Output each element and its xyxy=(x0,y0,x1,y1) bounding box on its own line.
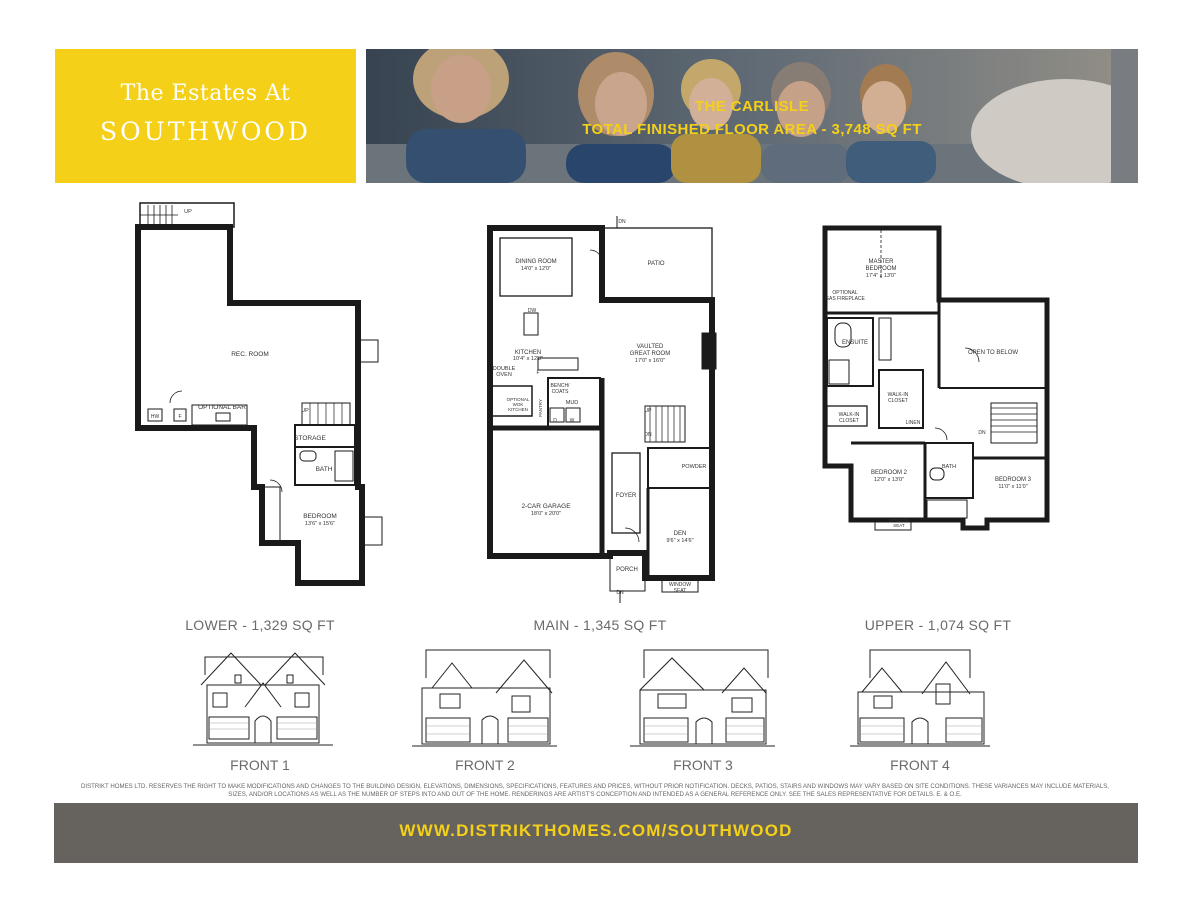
floor-area: TOTAL FINISHED FLOOR AREA - 3,748 SQ FT xyxy=(582,121,922,138)
upper-plan-label: UPPER - 1,074 SQ FT xyxy=(864,617,1012,633)
main-garage-dim: 18'0" x 20'0" xyxy=(531,511,561,517)
main-wok-label1: OPTIONAL xyxy=(507,397,530,402)
upper-bath-label: BATH xyxy=(942,464,956,470)
upper-walkin1-label2: CLOSET xyxy=(888,398,908,404)
upper-ensuite-label: ENSUITE xyxy=(842,340,868,346)
main-bench-label2: COATS xyxy=(552,389,570,395)
main-great-room-dim: 17'0" x 16'0" xyxy=(635,358,665,364)
main-foyer-label: FOYER xyxy=(616,493,637,499)
main-patio-label: PATIO xyxy=(647,261,664,267)
elevation-front-2 xyxy=(412,649,557,747)
family-photo-banner: THE CARLISLE TOTAL FINISHED FLOOR AREA -… xyxy=(366,49,1138,183)
elevation-2-label: FRONT 2 xyxy=(455,757,515,773)
upper-walkin2-label2: CLOSET xyxy=(839,418,859,424)
brand-logo: The Estates At SOUTHWOOD xyxy=(55,49,356,183)
upper-floor-plan: MASTER BEDROOM 17'4" x 13'0" OPTIONAL GA… xyxy=(822,225,1050,531)
main-dryer-label: D xyxy=(553,418,557,424)
main-mud-label: MUD xyxy=(566,400,579,406)
logo-line1: The Estates At xyxy=(120,81,291,106)
main-wok-label2: WOK xyxy=(513,402,524,407)
main-wok-label3: KITCHEN xyxy=(508,407,528,412)
lower-storage-label: STORAGE xyxy=(294,435,326,442)
upper-master-label1: MASTER xyxy=(868,259,894,265)
upper-master-label2: BEDROOM xyxy=(865,266,896,272)
upper-fireplace-label2: GAS FIREPLACE xyxy=(825,296,865,302)
upper-window-seat-label2: SEAT xyxy=(893,523,905,528)
main-stair-dn-label: DN xyxy=(644,432,652,438)
main-great-room-label2: GREAT ROOM xyxy=(630,351,670,357)
main-powder-label: POWDER xyxy=(682,464,707,470)
lower-bedroom-dim: 13'6" x 15'6" xyxy=(305,521,335,527)
elevation-front-3 xyxy=(630,649,775,747)
main-bench-label1: BENCH/ xyxy=(551,383,571,389)
lower-plan-label: LOWER - 1,329 SQ FT xyxy=(185,617,335,633)
legal-disclaimer: DISTRIKT HOMES LTD. RESERVES THE RIGHT T… xyxy=(81,783,1109,798)
elevation-4-label: FRONT 4 xyxy=(890,757,950,773)
upper-open-below-label: OPEN TO BELOW xyxy=(968,350,1018,356)
main-window-seat-label1: WINDOW xyxy=(669,582,691,588)
upper-walkin2-label1: WALK-IN xyxy=(839,412,860,418)
main-dining-dim: 14'0" x 12'0" xyxy=(521,266,551,272)
upper-window-seat-label1: WINDOW xyxy=(889,518,909,523)
upper-bedroom2-label: BEDROOM 2 xyxy=(871,470,908,476)
elevation-1-label: FRONT 1 xyxy=(230,757,290,773)
upper-fireplace-label1: OPTIONAL xyxy=(832,290,858,296)
main-porch-dn-label: DN xyxy=(616,590,624,596)
upper-bedroom3-label: BEDROOM 3 xyxy=(995,477,1032,483)
main-f-label: F xyxy=(536,370,539,376)
main-stair-up-label: UP xyxy=(645,408,653,414)
upper-bedroom2-dim: 12'0" x 13'0" xyxy=(874,477,904,483)
elevation-front-4 xyxy=(850,649,990,747)
lower-f-label: F xyxy=(178,414,181,420)
footer-bar: WWW.DISTRIKTHOMES.COM/SOUTHWOOD xyxy=(54,803,1138,863)
model-name: THE CARLISLE xyxy=(695,98,809,115)
lower-hw-label: HW xyxy=(151,414,160,420)
upper-dn-label: DN xyxy=(978,430,986,436)
main-dining-label: DINING ROOM xyxy=(515,259,556,265)
lower-up-label: UP xyxy=(184,209,192,215)
main-patio-dn-label: DN xyxy=(618,219,626,225)
website-link[interactable]: WWW.DISTRIKTHOMES.COM/SOUTHWOOD xyxy=(399,821,793,840)
main-den-dim: 9'6" x 14'6" xyxy=(666,538,693,544)
main-plan-label: MAIN - 1,345 SQ FT xyxy=(533,617,667,633)
upper-walkin1-label1: WALK-IN xyxy=(888,392,909,398)
main-kitchen-dim: 10'4" x 12'8" xyxy=(513,356,543,362)
main-porch-label: PORCH xyxy=(616,567,638,573)
lower-bedroom-label: BEDROOM xyxy=(303,513,337,520)
main-garage-label: 2-CAR GARAGE xyxy=(521,503,571,510)
main-kitchen-label: KITCHEN xyxy=(515,350,541,356)
lower-stairs-up-label: UP xyxy=(301,408,309,414)
lower-bath-label: BATH xyxy=(316,466,333,473)
main-pantry-label: PANTRY xyxy=(538,399,543,417)
main-washer-label: W xyxy=(570,418,575,424)
lower-floor-plan: REC. ROOM OPTIONAL BAR STORAGE BATH BEDR… xyxy=(135,202,383,586)
elevation-3-label: FRONT 3 xyxy=(673,757,733,773)
lower-rec-room-label: REC. ROOM xyxy=(231,351,269,358)
upper-master-dim: 17'4" x 13'0" xyxy=(866,273,896,279)
main-double-oven-label2: OVEN xyxy=(496,372,512,378)
main-double-oven-label1: DOUBLE xyxy=(493,366,516,372)
elevation-front-1 xyxy=(193,652,333,746)
upper-bedroom3-dim: 11'0" x 11'0" xyxy=(998,484,1027,490)
main-den-label: DEN xyxy=(674,531,687,537)
main-window-seat-label2: SEAT xyxy=(674,588,687,594)
upper-linen-label: LINEN xyxy=(906,420,921,426)
family-photo xyxy=(366,49,1138,183)
lower-optional-bar-label: OPTIONAL BAR xyxy=(198,404,246,411)
main-great-room-label1: VAULTED xyxy=(637,344,664,350)
logo-line2: SOUTHWOOD xyxy=(100,117,311,146)
main-dw-label: DW xyxy=(528,308,537,314)
main-floor-plan: DINING ROOM 14'0" x 12'0" PATIO KITCHEN … xyxy=(487,216,717,603)
